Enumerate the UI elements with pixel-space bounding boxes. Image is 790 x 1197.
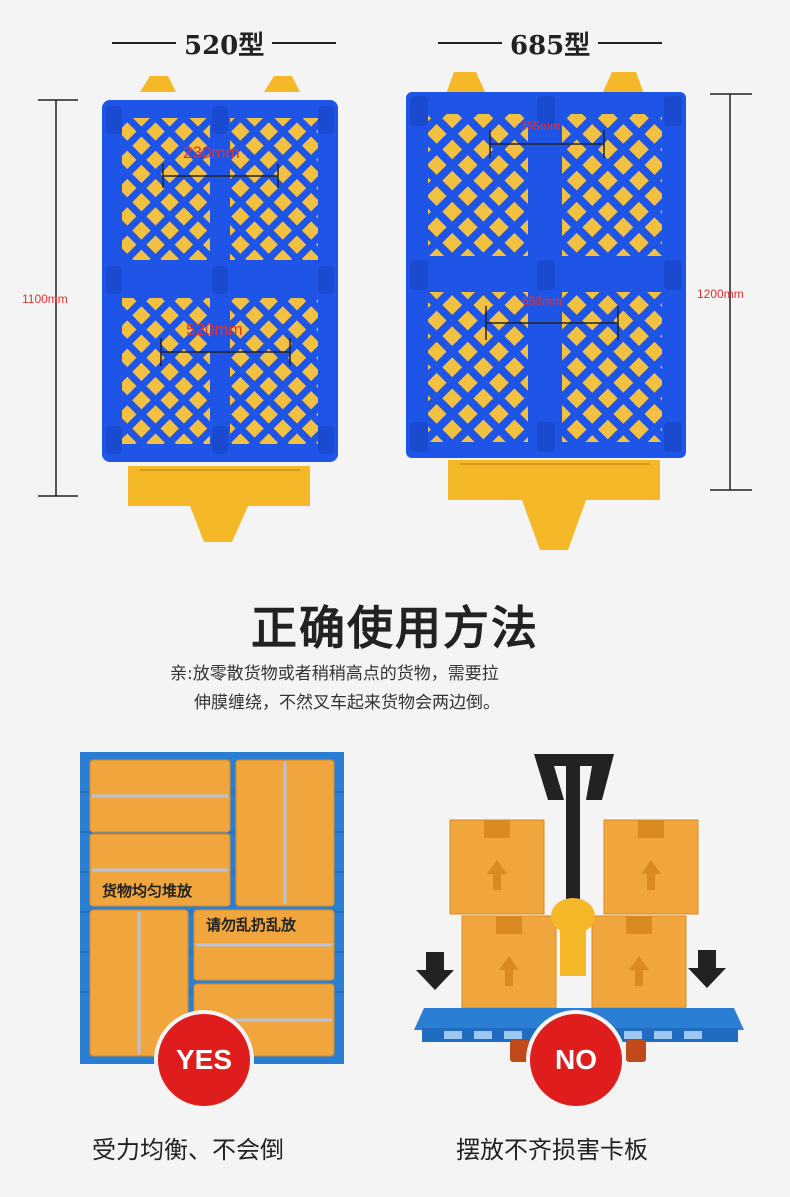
height-label-520: 1100mm bbox=[22, 292, 68, 306]
even-stacking-label: 货物均匀堆放 bbox=[102, 882, 193, 900]
model-520-title: 520型 bbox=[112, 26, 337, 61]
section-title: 正确使用方法 bbox=[251, 601, 539, 655]
yes-badge: YES bbox=[158, 1014, 250, 1106]
bad-caption: 摆放不齐损害卡板 bbox=[456, 1136, 648, 1164]
bottom-width-label-685: 658mm bbox=[522, 294, 563, 308]
pallet-520-illustration bbox=[38, 76, 338, 542]
good-caption: 受力均衡、不会倒 bbox=[92, 1136, 284, 1164]
usage-description: 亲:放零散货物或者稍稍高点的货物，需要拉 伸膜缠绕，不然叉车起来货物会两边倒。 bbox=[170, 664, 500, 713]
height-label-685: 1200mm bbox=[697, 287, 744, 301]
no-badge: NO bbox=[530, 1014, 622, 1106]
model-685-title: 685型 bbox=[438, 26, 663, 61]
no-random-placing-label: 请勿乱扔乱放 bbox=[206, 916, 297, 934]
bottom-width-label-520: 520mm bbox=[186, 320, 243, 339]
top-width-label-685: 365mm bbox=[520, 119, 561, 133]
pallet-685-illustration bbox=[406, 72, 752, 550]
top-width-label-520: 230mm bbox=[183, 143, 240, 162]
good-stacking-illustration bbox=[80, 752, 344, 1064]
